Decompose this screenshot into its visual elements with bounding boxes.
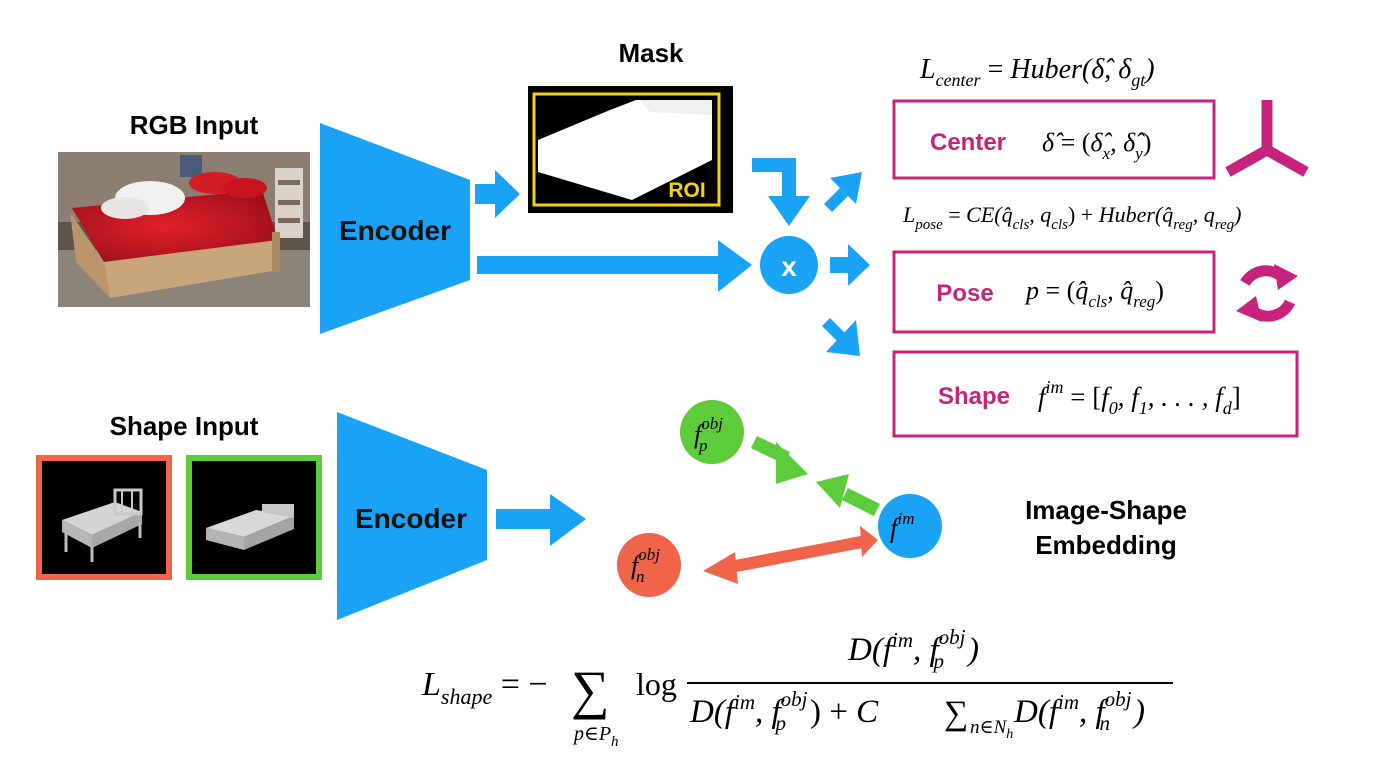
arrow-negative-push xyxy=(703,526,878,584)
multiply-node xyxy=(760,236,818,294)
rotate-arrow-head-top xyxy=(1274,264,1298,290)
arrow-encoder-to-multiply xyxy=(477,240,752,292)
image-embedding-node xyxy=(878,494,942,558)
shape-head-box xyxy=(892,350,1299,438)
rgb-bedroom-photo xyxy=(58,152,310,307)
mask-image xyxy=(528,86,733,213)
rotate-arrow-head-bottom xyxy=(1236,296,1262,322)
embedding-title-line1: Image-Shape xyxy=(1025,495,1187,525)
svg-text:n∈Nh: n∈Nh xyxy=(970,717,1013,742)
pose-loss-formula: Lpose = CE(q̂cls, qcls) + Huber(q̂reg, q… xyxy=(902,202,1241,233)
arrow-to-center xyxy=(824,172,862,212)
shape-input-positive-render xyxy=(186,455,322,580)
encoder-bottom-label: Encoder xyxy=(355,503,467,534)
svg-text:Lshape = −: Lshape = − xyxy=(421,666,548,709)
embedding-title-line2: Embedding xyxy=(1035,530,1177,560)
mask-label: Mask xyxy=(618,38,684,68)
shape-input-label: Shape Input xyxy=(110,411,259,441)
negative-embedding-node xyxy=(617,533,681,597)
encoder-bottom-block xyxy=(337,412,487,620)
center-head-label: Center xyxy=(930,129,1006,156)
shape-input-negative-render xyxy=(36,455,172,580)
svg-text:log: log xyxy=(636,666,677,702)
svg-text:∑: ∑ xyxy=(571,660,610,720)
encoder-top-label: Encoder xyxy=(339,215,451,246)
arrow-to-pose xyxy=(830,244,870,286)
arrow-to-shape xyxy=(822,318,860,356)
roi-label: ROI xyxy=(668,179,705,202)
multiply-symbol: x xyxy=(781,251,797,282)
arrow-image-pull xyxy=(816,474,880,516)
arrow-mask-to-multiply xyxy=(752,158,810,226)
shape-head-formula: fim = [f0, f1, . . . , fd] xyxy=(1038,377,1241,418)
pose-head-formula: p = (q̂cls, q̂reg) xyxy=(1024,276,1164,311)
center-head-formula: δ̂ = (δ̂x, δ̂y) xyxy=(1042,128,1151,163)
encoder-top-block xyxy=(320,123,470,334)
rgb-input-label: RGB Input xyxy=(130,110,259,140)
positive-embedding-node xyxy=(680,400,744,464)
pose-head-label: Pose xyxy=(936,280,993,307)
svg-text:p∈Ph: p∈Ph xyxy=(572,723,619,750)
center-loss-formula: Lcenter = Huber(δ̂, δgt) xyxy=(919,54,1155,90)
arrow-positive-pull xyxy=(751,436,808,484)
arrow-encoder-to-embedding xyxy=(496,494,586,546)
pose-head-box xyxy=(892,250,1216,334)
svg-text:∑: ∑ xyxy=(944,695,968,732)
shape-head-label: Shape xyxy=(938,383,1010,410)
arrow-encoder-to-mask xyxy=(475,170,520,218)
center-head-box xyxy=(892,99,1216,180)
tri-axis-icon xyxy=(1225,100,1309,177)
